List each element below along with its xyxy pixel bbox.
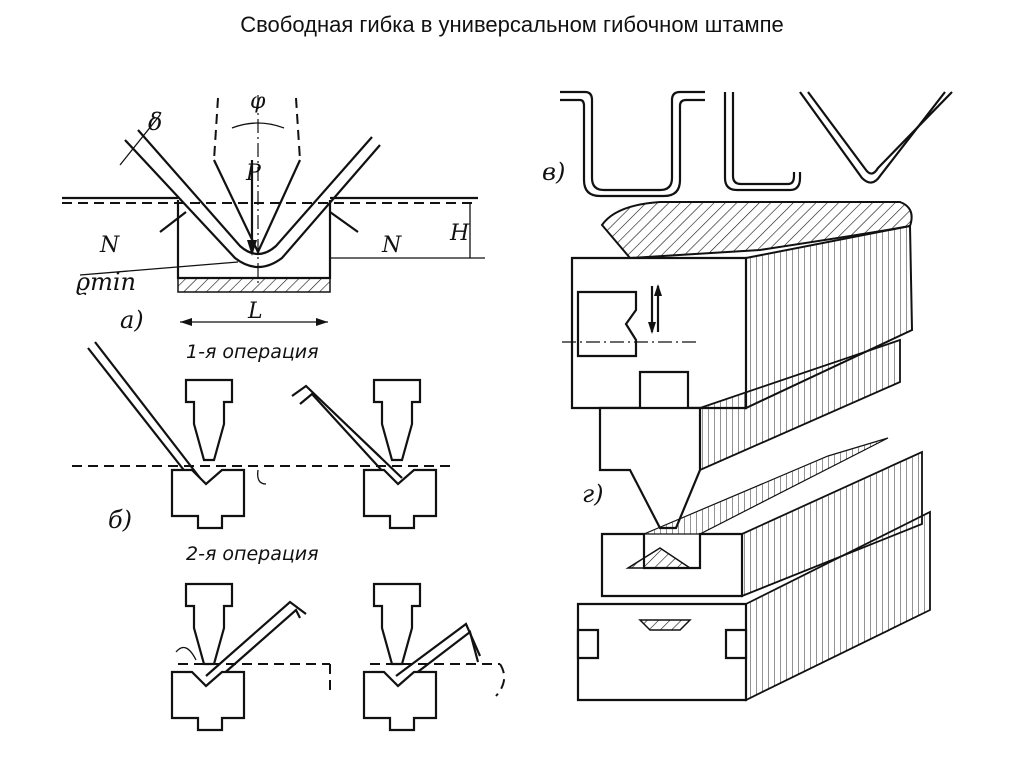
label-p: P xyxy=(245,161,262,186)
figure-a-free-bending: δ φ P N N H L ϱmin а) xyxy=(62,89,485,334)
label-n-right: N xyxy=(381,233,402,258)
label-h: H xyxy=(449,221,470,246)
label-delta: δ xyxy=(148,108,162,136)
label-fig-a: а) xyxy=(120,306,144,334)
figure-b-second-operation: 2-я операция xyxy=(170,543,506,732)
label-n-left: N xyxy=(99,233,120,258)
label-l: L xyxy=(247,299,263,324)
caption-op1: 1-я операция xyxy=(186,341,319,363)
page-title: Свободная гибка в универсальном гибочном… xyxy=(240,12,784,37)
label-phi: φ xyxy=(250,89,266,114)
label-fig-v: в) xyxy=(542,158,565,186)
figure-b-first-operation: 1-я операция б) xyxy=(72,341,450,534)
figure-v-profiles: в) xyxy=(542,90,953,198)
caption-op2: 2-я операция xyxy=(186,543,319,565)
label-fig-b: б) xyxy=(108,506,132,534)
label-rho-min: ϱmin xyxy=(76,268,136,296)
figure-g-universal-die: г) xyxy=(562,201,931,702)
label-fig-g: г) xyxy=(582,480,604,508)
